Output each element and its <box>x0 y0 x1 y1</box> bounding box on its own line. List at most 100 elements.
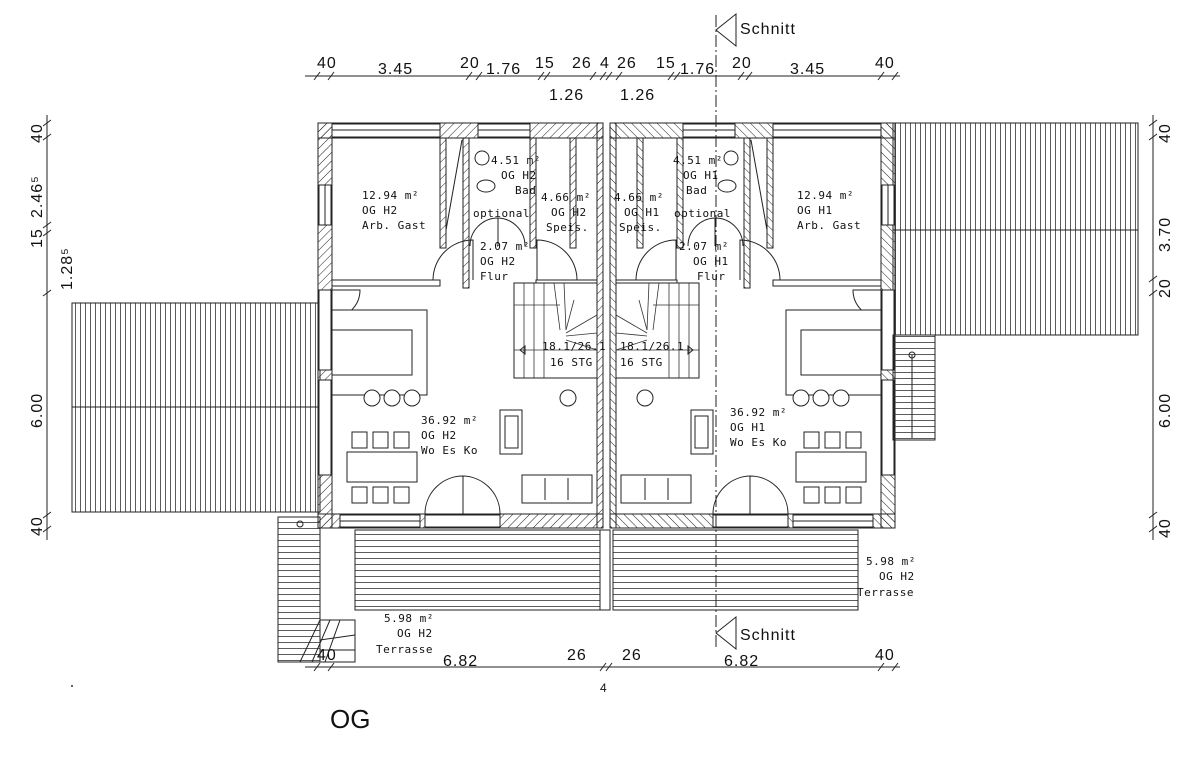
dimensions-bottom: 40 6.82 26 26 6.82 40 4 <box>317 647 895 695</box>
dimension-label: OG H2 <box>397 627 433 640</box>
dimension-label: Terrasse <box>857 586 914 599</box>
dimension-label: Flur <box>697 270 726 283</box>
dimensions-left: 40 2.46⁵ 15 1.28⁵ 6.00 40 <box>29 123 76 536</box>
dimension-label: OG H2 <box>480 255 516 268</box>
dimension-label: OG H1 <box>730 421 766 434</box>
dimension-label: 2.46⁵ <box>29 175 46 218</box>
dimension-label: 6.82 <box>443 653 478 670</box>
room-label-wo-es-ko-h1: 36.92 m² OG H1 Wo Es Ko <box>730 406 787 449</box>
dimension-label: 4.66 m² <box>541 191 591 204</box>
room-label-bad-h2: 4.51 m² OG H2 Bad <box>491 154 541 197</box>
dimension-label: OG H2 <box>421 429 457 442</box>
dimension-label: Flur <box>480 270 509 283</box>
dimension-label: 12.94 m² <box>797 189 854 202</box>
dimension-label: 2.07 m² <box>480 240 530 253</box>
room-label-flur-h2: 2.07 m² OG H2 Flur <box>480 240 530 283</box>
floor-title: OG <box>330 704 370 734</box>
dimension-label: OG H1 <box>683 169 719 182</box>
dimension-label: Wo Es Ko <box>421 444 478 457</box>
dimension-label: OG H2 <box>501 169 537 182</box>
dimensions-top: 40 3.45 20 1.76 15 26 4 26 15 1.76 20 3.… <box>317 55 895 104</box>
dimension-label: Arb. Gast <box>797 219 861 232</box>
section-line <box>715 12 737 651</box>
dimension-label: 40 <box>875 647 895 664</box>
dimension-label: 26 <box>567 647 587 664</box>
dimension-label: 4.51 m² <box>673 154 723 167</box>
dimension-label: 16 STG <box>620 356 663 369</box>
section-label-bottom: Schnitt <box>740 627 796 644</box>
dimension-label: 15 <box>535 55 555 72</box>
dimension-label: 3.70 <box>1157 217 1174 252</box>
dimension-label: Bad <box>686 184 707 197</box>
external-stair-left <box>277 516 356 663</box>
dimension-ticks <box>42 71 1158 672</box>
dimension-label: OG H2 <box>879 570 915 583</box>
dimension-label: 40 <box>29 123 46 143</box>
dimension-label: 40 <box>1157 123 1174 143</box>
dimension-label: 5.98 m² <box>866 555 916 568</box>
room-label-wo-es-ko-h2: 36.92 m² OG H2 Wo Es Ko <box>421 414 478 457</box>
dimension-label: Wo Es Ko <box>730 436 787 449</box>
dimension-label: 20 <box>460 55 480 72</box>
room-label-arb-gast-h2: 12.94 m² OG H2 Arb. Gast <box>362 189 426 232</box>
dimension-label: 40 <box>1157 518 1174 538</box>
dimension-label: Speis. <box>619 221 662 234</box>
dimension-label: 18.1/26.1 <box>620 340 684 353</box>
dimension-label: 6.82 <box>724 653 759 670</box>
dimension-label: 40 <box>875 55 895 72</box>
optional-label-h2: optional <box>473 207 530 220</box>
dimension-label: 6.00 <box>29 393 46 428</box>
dimension-label: OG H2 <box>362 204 398 217</box>
dimension-label: 15 <box>29 228 46 248</box>
dimension-label: 26 <box>617 55 637 72</box>
dimension-label: 4 <box>600 681 608 695</box>
dimension-label: 20 <box>732 55 752 72</box>
dimension-label: 4 <box>600 55 610 72</box>
dimension-label: 4.66 m² <box>614 191 664 204</box>
dimension-label: 1.76 <box>680 61 715 78</box>
dimension-label: 20 <box>1157 278 1174 298</box>
dimension-label: Terrasse <box>376 643 433 656</box>
room-label-arb-gast-h1: 12.94 m² OG H1 Arb. Gast <box>797 189 861 232</box>
room-label-terrasse-right: 5.98 m² OG H2 Terrasse <box>857 555 916 599</box>
dimension-label: 26 <box>622 647 642 664</box>
dimension-label: 40 <box>317 647 337 664</box>
dimension-label: Bad <box>515 184 536 197</box>
balcony-right <box>892 122 1139 336</box>
dimension-label: Arb. Gast <box>362 219 426 232</box>
stair-label-h2: 18.1/26.116 STG <box>542 340 606 369</box>
dimension-label: OG H2 <box>551 206 587 219</box>
dimension-label: 3.45 <box>378 61 413 78</box>
dimension-label: OG H1 <box>624 206 660 219</box>
dimension-label: 1.28⁵ <box>59 247 76 290</box>
room-label-speis-h2: 4.66 m² OG H2 Speis. <box>541 191 591 234</box>
dimension-label: 40 <box>317 55 337 72</box>
dimension-label: 1.26 <box>549 87 584 104</box>
dimension-label: 40 <box>29 516 46 536</box>
dimension-label: OG H1 <box>693 255 729 268</box>
optional-label-h1: optional <box>674 207 731 220</box>
dimension-label: 36.92 m² <box>730 406 787 419</box>
dimension-label: 36.92 m² <box>421 414 478 427</box>
stair-label-h1: 18.1/26.1 16 STG <box>620 340 684 369</box>
dimension-label: 4.51 m² <box>491 154 541 167</box>
room-label-terrasse-h2: 5.98 m² OG H2 Terrasse <box>376 612 434 656</box>
room-label-flur-h1: 2.07 m² OG H1 Flur <box>679 240 729 283</box>
dimension-label: 12.94 m² <box>362 189 419 202</box>
dimension-label: 1.76 <box>486 61 521 78</box>
room-label-speis-h1: 4.66 m² OG H1 Speis. <box>614 191 664 234</box>
dimension-label: 5.98 m² <box>384 612 434 625</box>
section-label-top: Schnitt <box>740 21 796 38</box>
dimensions-right: 40 3.70 20 6.00 40 <box>1157 123 1174 538</box>
room-label-bad-h1: 4.51 m² OG H1 Bad <box>673 154 723 197</box>
dimension-label: OG H1 <box>797 204 833 217</box>
dimension-label: 1.26 <box>620 87 655 104</box>
dimension-label: Speis. <box>546 221 589 234</box>
post <box>599 529 611 611</box>
dimension-label: 2.07 m² <box>679 240 729 253</box>
dimension-label: 18.1/26.1 <box>542 340 606 353</box>
external-stair-right <box>892 334 936 441</box>
dimension-label: 26 <box>572 55 592 72</box>
dot-mark <box>71 685 73 687</box>
